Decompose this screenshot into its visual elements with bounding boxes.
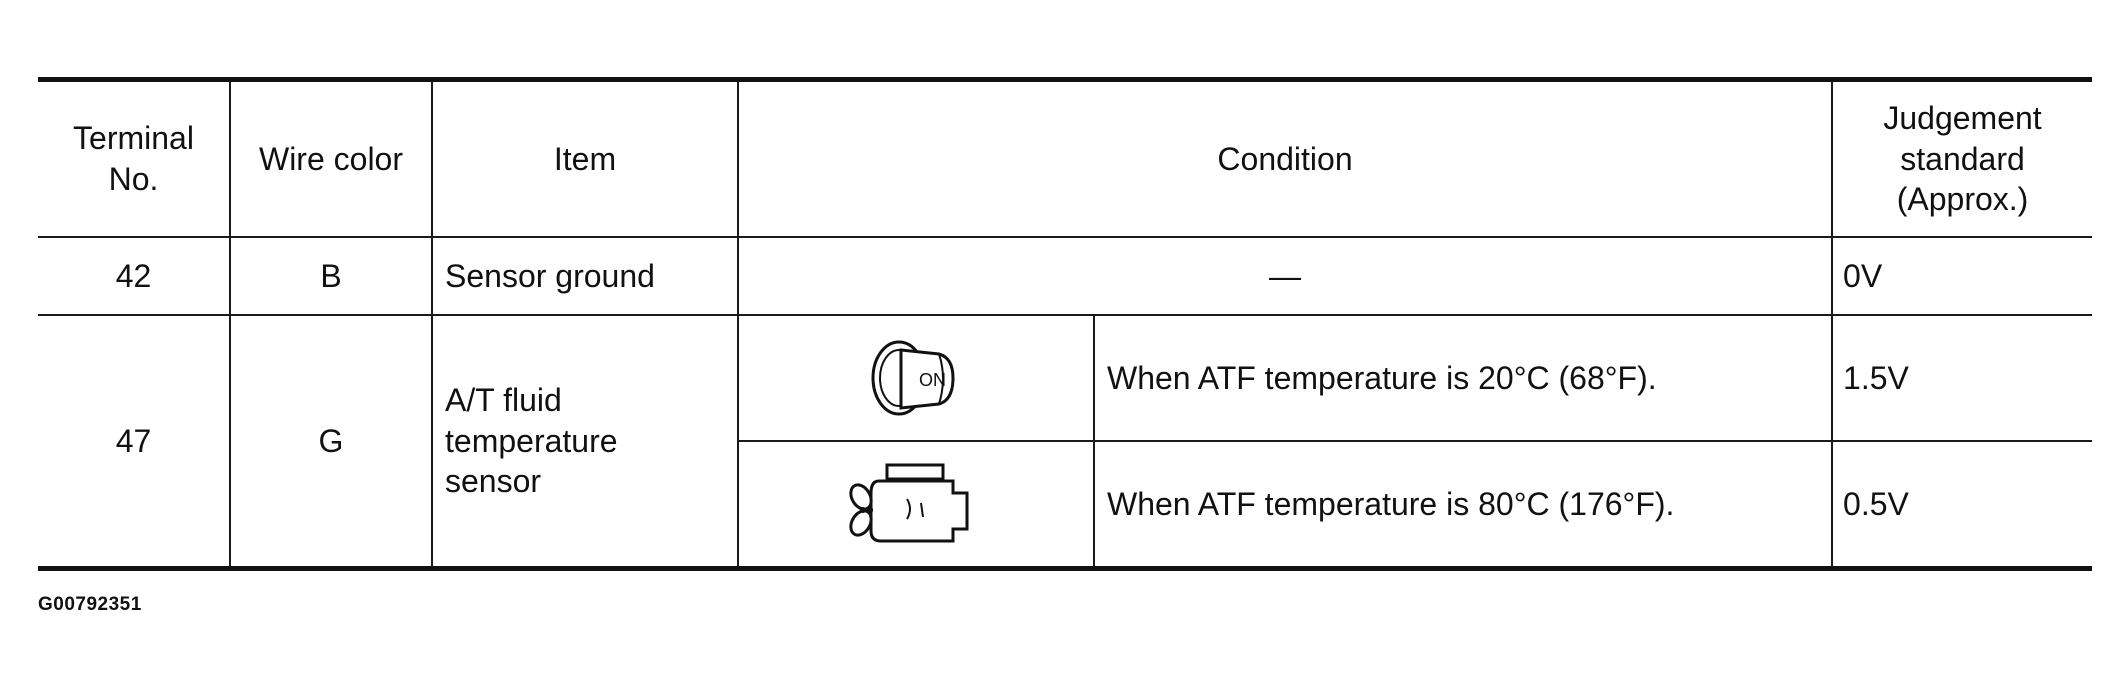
cell-condition-text: When ATF temperature is 80°C (176°F). <box>1092 440 1834 571</box>
header-judgement-text: Judgement standard (Approx.) <box>1883 99 2042 218</box>
cell-condition-icon <box>738 440 1095 571</box>
engine-running-icon <box>849 463 969 543</box>
header-item: Item <box>431 77 739 238</box>
cell-condition: — <box>736 236 1834 316</box>
header-condition: Condition <box>736 77 1834 238</box>
table-row: 42 B Sensor ground — 0V <box>38 236 2093 316</box>
table-row: When ATF temperature is 80°C (176°F). 0.… <box>38 440 2093 571</box>
key-on-label: ON <box>919 370 946 390</box>
ignition-key-on-icon: ON <box>871 340 955 416</box>
cell-item-text: A/T fluid temperature sensor <box>445 381 618 500</box>
cell-condition-icon: ON <box>737 314 1095 442</box>
figure-id: G00792351 <box>38 594 142 615</box>
cell-judgement: 0V <box>1831 236 2093 316</box>
terminal-table: Terminal No. Wire color Item Condition J… <box>38 77 2093 571</box>
cell-wire-color: B <box>229 236 433 316</box>
cell-item: Sensor ground <box>431 236 739 316</box>
cell-wire-color: G <box>229 314 433 571</box>
header-terminal-text: Terminal No. <box>73 120 194 197</box>
cell-terminal: 47 <box>38 314 231 571</box>
cell-judgement: 0.5V <box>1831 440 2093 571</box>
cell-item: A/T fluid temperature sensor <box>431 314 739 571</box>
header-wire-color: Wire color <box>229 77 433 238</box>
table-header-row: Terminal No. Wire color Item Condition J… <box>38 77 2093 238</box>
table-row: 47 G A/T fluid temperature sensor ON Whe… <box>38 314 2093 571</box>
cell-judgement: 1.5V <box>1831 314 2093 442</box>
cell-terminal: 42 <box>38 236 231 316</box>
header-terminal-no: Terminal No. <box>38 77 231 238</box>
header-judgement: Judgement standard (Approx.) <box>1831 77 2093 238</box>
cell-condition-text: When ATF temperature is 20°C (68°F). <box>1092 314 1834 442</box>
